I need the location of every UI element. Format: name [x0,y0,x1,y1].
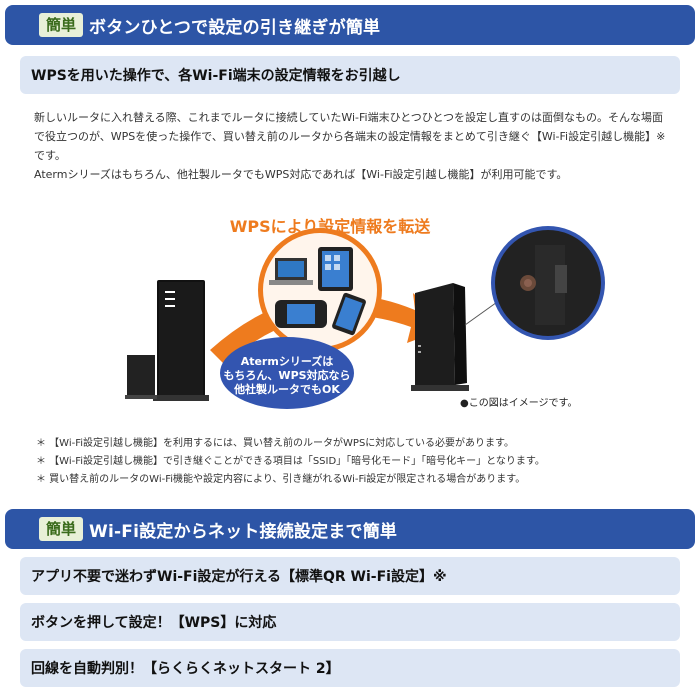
section1-title: ボタンひとつで設定の引き継ぎが簡単 [89,17,381,38]
section1-banner: 簡単 ボタンひとつで設定の引き継ぎが簡単 [5,5,695,45]
feature-wps: ボタンを押して設定！【WPS】に対応 [20,603,680,641]
section2-banner: 簡単 Wi-Fi設定からネット接続設定まで簡単 [5,509,695,549]
footnotes: ＊ 【Wi-Fi設定引越し機能】を利用するには、買い替え前のルータがWPSに対応… [36,435,676,489]
section1-badge: 簡単 [39,13,84,37]
footnote-3: ＊ 買い替え前のルータのWi-Fi機能や設定内容により、引き継がれるWi-Fi設… [36,474,526,485]
tablet-icon [318,247,353,291]
compatibility-bubble: Atermシリーズは もちろん、WPS対応なら 他社製ルータでもOK [220,337,354,409]
new-router-image [411,283,469,391]
footnote-2: ＊ 【Wi-Fi設定引越し機能】で引き継ぐことができる項目は「SSID」「暗号化… [36,456,545,467]
devices-circle [258,228,382,352]
smartphone-icon [332,292,366,336]
footnote-1: ＊ 【Wi-Fi設定引越し機能】を利用するには、買い替え前のルータがWPSに対応… [36,438,515,449]
bubble-line-3: 他社製ルータでもOK [233,382,340,396]
laptop-icon [269,258,313,285]
bubble-line-2: もちろん、WPS対応なら [223,368,350,382]
figure-caption: ●この図はイメージです。 [460,398,578,409]
section1-subheading: WPSを用いた操作で、各Wi-Fi端末の設定情報をお引越し [20,56,680,94]
transfer-label: WPSにより設定情報を転送 [230,217,432,236]
small-router-image [125,355,157,399]
feature-net-start: 回線を自動判別！【らくらくネットスタート 2】 [20,649,680,687]
wps-transfer-illustration: WPSにより設定情報を転送 [115,205,605,425]
intro-paragraph-2: Atermシリーズはもちろん、他社製ルータでもWPS対応であれば【Wi-Fi設定… [34,168,568,181]
intro-paragraph-1: 新しいルータに入れ替える際、これまでルータに接続していたWi-Fi端末ひとつひと… [34,111,666,162]
game-console-icon [275,300,327,328]
wps-button-zoom [464,226,605,340]
section2-badge: 簡単 [39,517,84,541]
feature-qr-wifi: アプリ不要で迷わずWi-Fi設定が行える【標準QR Wi-Fi設定】※ [20,557,680,595]
bubble-line-1: Atermシリーズは [241,354,334,368]
intro-text: 新しいルータに入れ替える際、これまでルータに接続していたWi-Fi端末ひとつひと… [34,108,674,184]
old-router-image [153,280,209,401]
section2-title: Wi-Fi設定からネット接続設定まで簡単 [89,521,398,542]
